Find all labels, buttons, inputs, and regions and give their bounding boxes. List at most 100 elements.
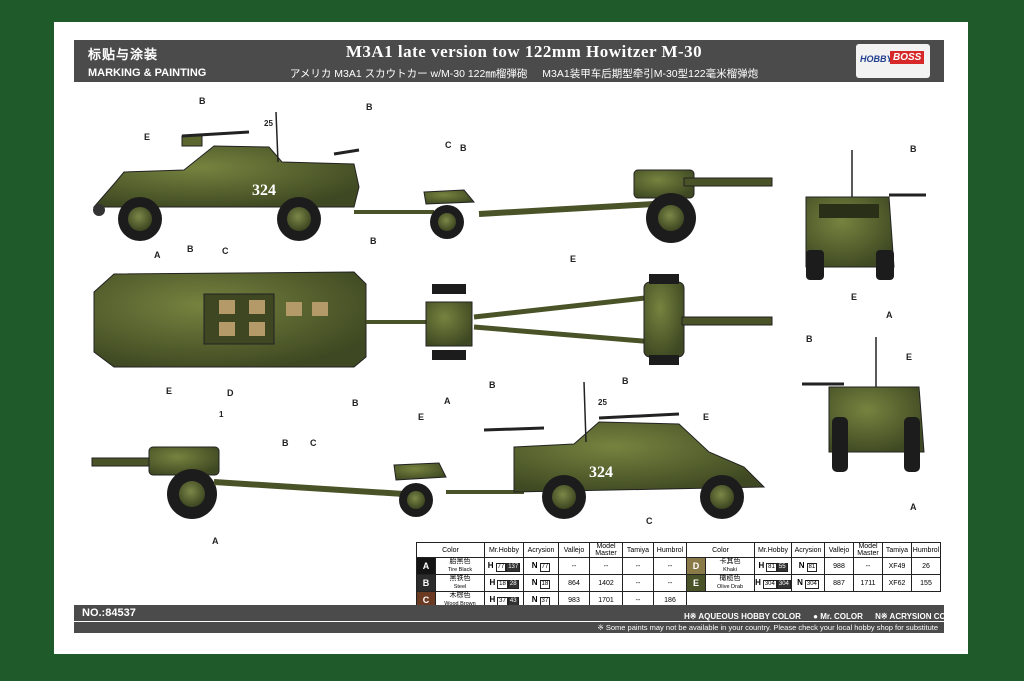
vehicle-number-bottom: 324	[589, 464, 613, 481]
color-key: B	[422, 578, 430, 588]
header-bar: 标贴与涂装 MARKING & PAINTING M3A1 late versi…	[74, 40, 944, 82]
callout-b-3: B	[460, 143, 467, 153]
aqueous-code: 18	[497, 579, 508, 589]
acrysion-value: 77	[539, 562, 551, 572]
callout-e-5: E	[166, 386, 173, 396]
color-name: 橄榄色 Olive Drab	[705, 574, 755, 592]
callout-b-1: B	[199, 96, 206, 106]
col-tamiya: Tamiya	[622, 542, 654, 558]
callout-e-2: E	[570, 254, 577, 264]
callout-a-1: A	[154, 250, 161, 260]
col-humbrol: Humbrol	[653, 542, 687, 558]
title-sub: アメリカ M3A1 スカウトカー w/M-30 122㎜榴弾砲 M3A1装甲车后…	[274, 66, 774, 81]
note-bar	[74, 622, 944, 633]
rear-view	[802, 337, 925, 472]
callout-e-3: E	[851, 292, 858, 302]
side-view-top: 324	[92, 111, 773, 243]
acrysion-value: 304	[804, 579, 819, 589]
instruction-sheet: 标贴与涂装 MARKING & PAINTING M3A1 late versi…	[54, 22, 968, 654]
aqueous-code: 304	[762, 579, 777, 589]
col-mrhobby: Mr.Hobby	[754, 542, 792, 558]
humbrol-code: --	[653, 574, 687, 592]
decal-25-top: 25	[264, 119, 273, 128]
col-modelmaster: Model Master	[853, 542, 883, 558]
col-acrysion: Acrysion	[791, 542, 825, 558]
callout-c-1: C	[445, 140, 452, 150]
title-main: M3A1 late version tow 122mm Howitzer M-3…	[345, 42, 703, 61]
col-vallejo: Vallejo	[824, 542, 854, 558]
color-name-en: Wood Brown	[444, 601, 476, 607]
color-name: 胎黑色 Tire Black	[435, 557, 485, 575]
color-name-cn: 胎黑色	[449, 558, 471, 565]
color-swatch: E	[686, 574, 706, 592]
tamiya-code: XF49	[882, 557, 912, 575]
vallejo-code: --	[558, 557, 590, 575]
callout-a-3: A	[444, 396, 451, 406]
humbrol-code: 155	[911, 574, 941, 592]
color-name-cn: 橄榄色	[719, 575, 741, 582]
callout-b-6: B	[370, 236, 377, 246]
callout-e-7: E	[703, 412, 710, 422]
paint-legend: H※ AQUEOUS HOBBY COLOR ● Mr. COLOR N※ AC…	[684, 612, 973, 621]
color-name-cn: 木棕色	[449, 592, 471, 599]
table-header-row: Color Mr.Hobby Acrysion Vallejo Model Ma…	[416, 542, 687, 558]
legend-acrysion: N※ ACRYSION COLOR	[875, 612, 963, 621]
subtitle-cn: M3A1装甲车后期型牵引M-30型122毫米榴弹炮	[542, 68, 759, 80]
col-tamiya: Tamiya	[882, 542, 912, 558]
col-humbrol: Humbrol	[911, 542, 941, 558]
humbrol-code: --	[653, 557, 687, 575]
callout-e-4: E	[906, 352, 913, 362]
color-name-en: Khaki	[723, 567, 737, 573]
tamiya-code: --	[622, 574, 654, 592]
availability-note: ※ Some paints may not be available in yo…	[597, 623, 939, 632]
callout-a-4: A	[910, 502, 917, 512]
kit-number: NO.:84537	[82, 607, 136, 619]
color-key: C	[422, 595, 430, 605]
hobbyboss-logo: HOBBY BOSS	[856, 44, 930, 78]
decal-25-bottom: 25	[598, 398, 607, 407]
acrysion-value: 18	[539, 579, 551, 589]
modelmaster-code: --	[853, 557, 883, 575]
color-key: E	[692, 578, 699, 588]
acrysion-code: N 81	[791, 557, 825, 575]
color-name-en: Tire Black	[447, 567, 473, 573]
mrcolor-code: 55	[776, 562, 788, 572]
col-mrhobby: Mr.Hobby	[484, 542, 524, 558]
side-view-bottom: 324	[91, 381, 766, 519]
color-swatch: C	[416, 591, 436, 609]
logo-text-a: HOBBY	[860, 54, 893, 64]
modelmaster-code: --	[589, 557, 623, 575]
col-color: Color	[686, 542, 755, 558]
col-acrysion: Acrysion	[523, 542, 559, 558]
color-name-en: Olive Drab	[717, 584, 743, 590]
acrysion-code: N 304	[791, 574, 825, 592]
tamiya-code: --	[622, 557, 654, 575]
color-table-left: Color Mr.Hobby Acrysion Vallejo Model Ma…	[416, 542, 687, 609]
mrcolor-code: 28	[507, 579, 519, 589]
modelmaster-code: 1402	[589, 574, 623, 592]
vallejo-code: 887	[824, 574, 854, 592]
callout-c-2: C	[222, 246, 229, 256]
callout-c-3: C	[310, 438, 317, 448]
col-vallejo: Vallejo	[558, 542, 590, 558]
section-heading: 标贴与涂装 MARKING & PAINTING	[88, 44, 206, 79]
subtitle-jp: アメリカ M3A1 スカウトカー w/M-30 122㎜榴弾砲	[289, 68, 528, 80]
color-name-en: Steel	[453, 584, 467, 590]
humbrol-code: 26	[911, 557, 941, 575]
color-table-right: Color Mr.Hobby Acrysion Vallejo Model Ma…	[686, 542, 941, 592]
callout-e-1: E	[144, 132, 151, 142]
callout-e-6: E	[418, 412, 425, 422]
acrysion-code: N 18	[523, 574, 559, 592]
color-name-cn: 黑铁色	[449, 575, 471, 582]
callout-a-5: A	[212, 536, 219, 546]
color-swatch: A	[416, 557, 436, 575]
